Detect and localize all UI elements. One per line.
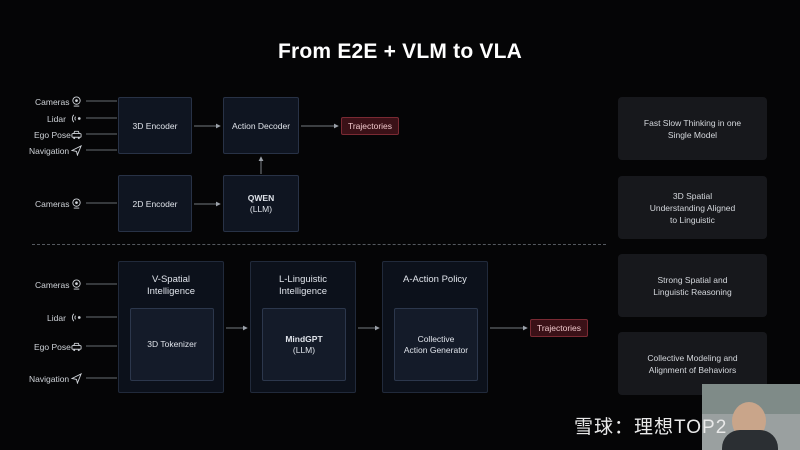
- watermark: 雪球：理想TOP2: [574, 417, 728, 438]
- section-divider: [32, 244, 606, 245]
- generator-line-2: Action Generator: [403, 344, 469, 355]
- input-label-ego-pose: Ego Pose: [34, 130, 71, 140]
- tokenizer-3d-box: 3D Tokenizer: [130, 308, 214, 381]
- camera-icon: [72, 279, 81, 290]
- input-label-ego-pose: Ego Pose: [34, 342, 71, 352]
- presenter-webcam: [702, 384, 800, 450]
- side-card-3-line-1: Strong Spatial and: [657, 274, 728, 285]
- collective-action-generator-box: Collective Action Generator: [394, 308, 478, 381]
- tokenizer-3d-label: 3D Tokenizer: [147, 339, 197, 349]
- v-spatial-title-2: Intelligence: [146, 286, 196, 297]
- l-linguistic-title-1: L-Linguistic: [278, 274, 328, 285]
- action-decoder-label: Action Decoder: [231, 120, 291, 131]
- encoder-2d-label: 2D Encoder: [132, 198, 178, 209]
- side-card-2-line-2: Understanding Aligned: [649, 202, 736, 213]
- input-label-cameras-2d: Cameras: [35, 199, 70, 209]
- encoder-2d-box: 2D Encoder: [118, 175, 192, 232]
- side-card-1-line-2: Single Model: [667, 129, 718, 140]
- qwen-llm-box: QWEN (LLM): [223, 175, 299, 232]
- side-card-fast-slow: Fast Slow Thinking in one Single Model: [618, 97, 767, 160]
- input-label-navigation: Navigation: [29, 374, 70, 384]
- l-linguistic-title-2: Intelligence: [278, 286, 328, 297]
- generator-line-1: Collective: [417, 333, 455, 344]
- qwen-sub: (LLM): [249, 203, 273, 214]
- v-spatial-panel: V-Spatial Intelligence 3D Tokenizer: [118, 261, 224, 393]
- car-icon: [71, 342, 82, 352]
- side-card-spatial-linguistic: Strong Spatial and Linguistic Reasoning: [618, 254, 767, 317]
- qwen-name: QWEN: [247, 192, 275, 203]
- mindgpt-llm-box: MindGPT (LLM): [262, 308, 346, 381]
- v-spatial-title-1: V-Spatial: [151, 274, 191, 285]
- navigation-icon: [71, 373, 82, 384]
- slide-title: From E2E + VLM to VLA: [278, 40, 522, 63]
- side-card-4-line-2: Alignment of Behaviors: [648, 364, 737, 375]
- encoder-3d-label: 3D Encoder: [132, 120, 178, 131]
- input-label-lidar: Lidar: [47, 313, 66, 323]
- navigation-icon: [71, 145, 82, 156]
- trajectories-label: Trajectories: [347, 121, 393, 131]
- side-card-1-line-1: Fast Slow Thinking in one: [643, 117, 742, 128]
- camera-icon: [72, 96, 81, 107]
- l-linguistic-panel: L-Linguistic Intelligence MindGPT (LLM): [250, 261, 356, 393]
- action-decoder-box: Action Decoder: [223, 97, 299, 154]
- input-label-navigation: Navigation: [29, 146, 70, 156]
- side-card-4-line-1: Collective Modeling and: [647, 352, 738, 363]
- lidar-icon: [71, 114, 81, 123]
- side-card-3-line-2: Linguistic Reasoning: [653, 286, 732, 297]
- side-card-2-line-3: to Linguistic: [670, 214, 715, 225]
- side-card-3d-spatial: 3D Spatial Understanding Aligned to Ling…: [618, 176, 767, 239]
- side-card-2-line-1: 3D Spatial: [672, 190, 713, 201]
- trajectories-badge-top: Trajectories: [341, 117, 399, 135]
- encoder-3d-box: 3D Encoder: [118, 97, 192, 154]
- trajectories-label: Trajectories: [536, 323, 582, 333]
- a-action-policy-panel: A-Action Policy Collective Action Genera…: [382, 261, 488, 393]
- lidar-icon: [71, 313, 81, 322]
- mindgpt-name: MindGPT: [285, 333, 323, 344]
- input-label-cameras: Cameras: [35, 280, 70, 290]
- input-label-cameras: Cameras: [35, 97, 70, 107]
- camera-icon: [72, 198, 81, 209]
- mindgpt-sub: (LLM): [292, 344, 316, 355]
- car-icon: [71, 130, 82, 140]
- input-label-lidar: Lidar: [47, 114, 66, 124]
- trajectories-badge-bottom: Trajectories: [530, 319, 588, 337]
- a-action-policy-title: A-Action Policy: [403, 274, 467, 285]
